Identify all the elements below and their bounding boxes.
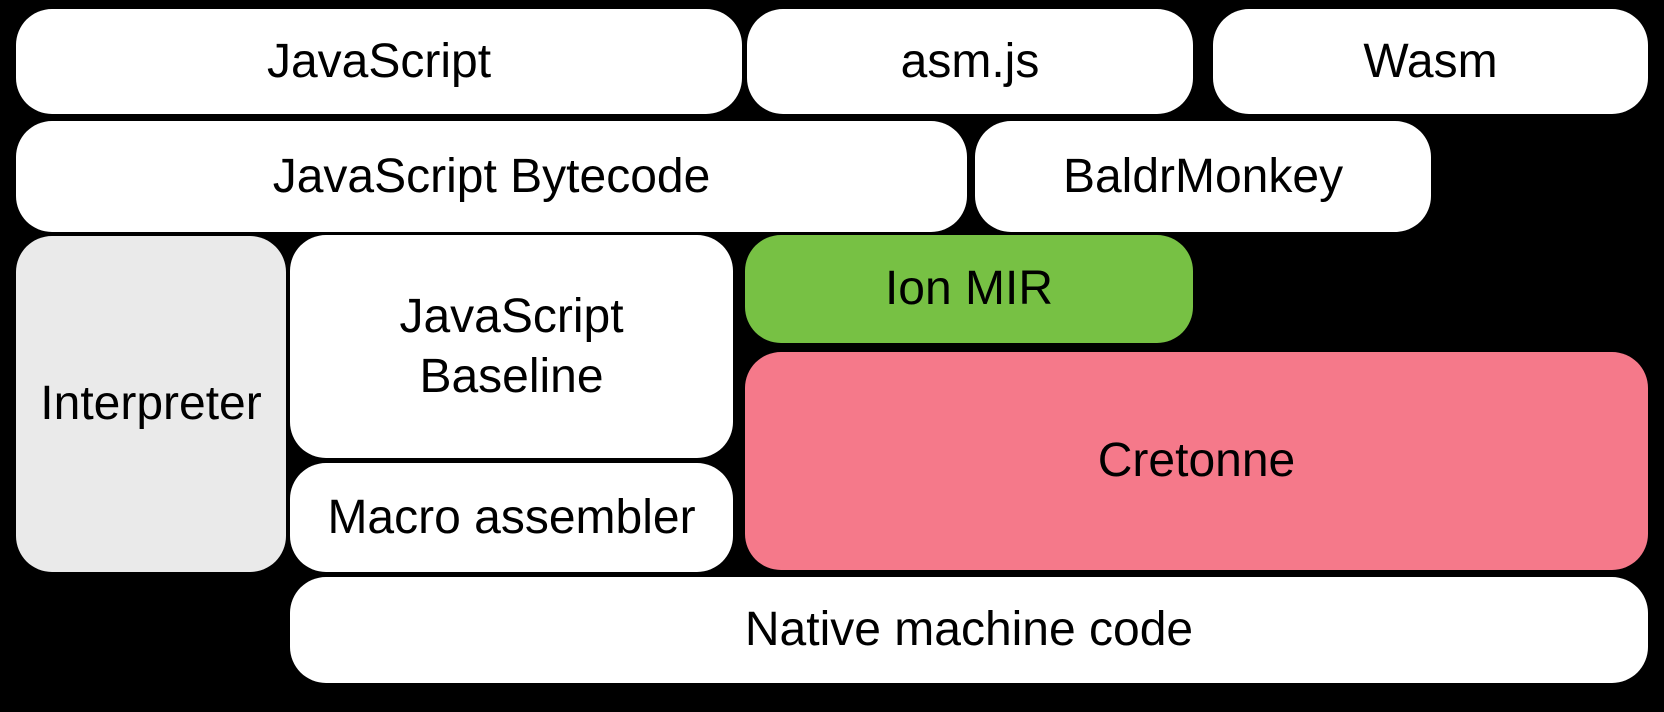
box-interpreter: Interpreter xyxy=(16,236,286,572)
box-wasm-label: Wasm xyxy=(1363,34,1498,88)
box-cretonne-label: Cretonne xyxy=(1097,434,1296,487)
box-ion-mir: Ion MIR xyxy=(745,235,1193,343)
box-javascript-baseline: JavaScript Baseline xyxy=(290,235,733,458)
box-baldrmonkey-label: BaldrMonkey xyxy=(1062,149,1344,203)
box-macro-assembler-label: Macro assembler xyxy=(327,490,696,544)
box-asmjs: asm.js xyxy=(747,9,1193,114)
box-javascript-label: JavaScript xyxy=(266,34,492,88)
box-wasm: Wasm xyxy=(1213,9,1648,114)
box-native-machine-code-label: Native machine code xyxy=(744,603,1194,656)
box-macro-assembler: Macro assembler xyxy=(290,463,733,572)
box-javascript-baseline-label: JavaScript Baseline xyxy=(399,289,624,403)
box-asmjs-label: asm.js xyxy=(900,34,1040,88)
box-ion-mir-label: Ion MIR xyxy=(884,262,1054,315)
box-interpreter-label: Interpreter xyxy=(40,377,262,430)
box-javascript-bytecode-label: JavaScript Bytecode xyxy=(272,149,711,203)
box-javascript-bytecode: JavaScript Bytecode xyxy=(16,121,967,232)
box-cretonne: Cretonne xyxy=(745,352,1648,570)
box-baldrmonkey: BaldrMonkey xyxy=(975,121,1431,232)
box-native-machine-code: Native machine code xyxy=(290,577,1648,683)
box-javascript: JavaScript xyxy=(16,9,742,114)
